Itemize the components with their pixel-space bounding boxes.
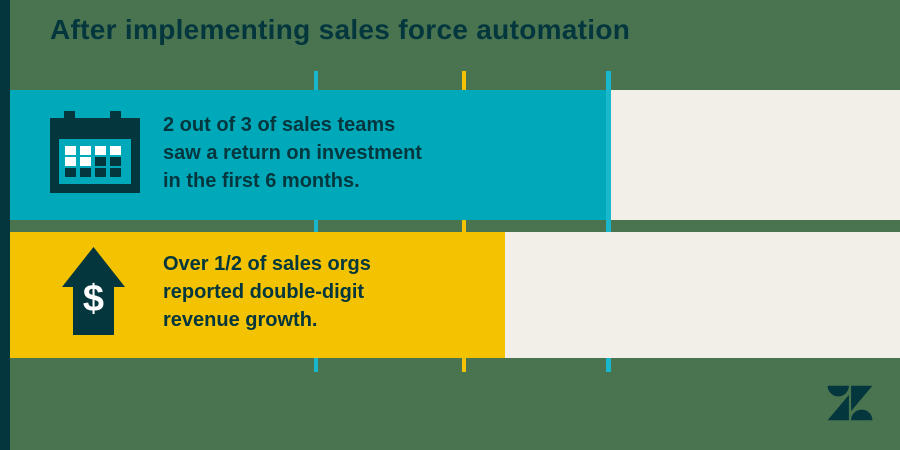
bar-track-row-2 bbox=[505, 232, 900, 358]
bar-track-row-1 bbox=[611, 90, 900, 220]
chart-axis-line bbox=[0, 0, 10, 450]
stat-line: reported double-digit bbox=[163, 281, 365, 303]
stat-line: Over 1/2 of sales orgs bbox=[163, 253, 371, 275]
stat-text-roi: 2 out of 3 of sales teams saw a return o… bbox=[163, 111, 422, 195]
stat-text-revenue: Over 1/2 of sales orgs reported double-d… bbox=[163, 250, 371, 334]
infographic-title: After implementing sales force automatio… bbox=[50, 14, 631, 45]
dollar-sign-glyph: $ bbox=[83, 278, 104, 320]
calendar-icon bbox=[50, 111, 140, 198]
gridline-one-half bbox=[462, 71, 466, 372]
stat-line: 2 out of 3 of sales teams bbox=[163, 114, 396, 136]
zendesk-logo-icon bbox=[823, 381, 877, 425]
gridline-two-thirds bbox=[606, 71, 611, 372]
stat-line: revenue growth. bbox=[163, 309, 318, 331]
stat-line: saw a return on investment bbox=[163, 142, 422, 164]
dollar-arrow-icon: $ bbox=[62, 247, 125, 340]
stat-line: in the first 6 months. bbox=[163, 170, 360, 192]
gridline-one-third bbox=[314, 71, 318, 372]
